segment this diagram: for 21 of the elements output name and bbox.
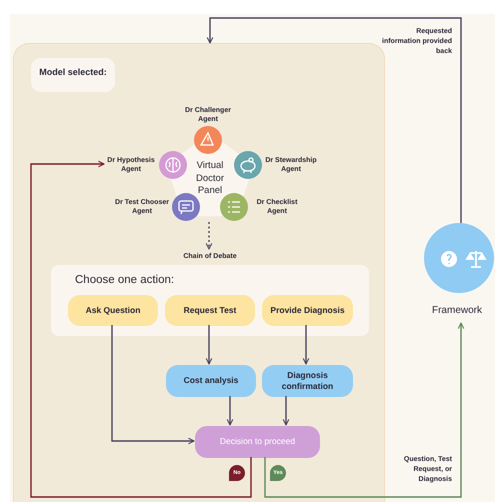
panel-label: Virtual Doctor Panel [195, 159, 225, 198]
card-heading: Choose one action: [75, 273, 176, 288]
arrow [30, 160, 252, 498]
arrow [206, 222, 212, 250]
arrow [282, 396, 290, 426]
action-option: Ask Question [68, 295, 158, 326]
decision-box: Decision to proceed [195, 426, 320, 458]
arrow [226, 396, 234, 426]
arrow [111, 325, 195, 444]
arrow [264, 322, 464, 498]
action-card [51, 265, 369, 336]
action-option: Provide Diagnosis [262, 295, 353, 326]
action-option: Request Test [165, 295, 255, 326]
arrow [302, 325, 310, 365]
check-step: Diagnosis confirmation [262, 365, 353, 397]
check-step: Cost analysis [166, 365, 256, 397]
card-heading: Model selected: [38, 66, 108, 79]
orchestrator-panel [13, 43, 385, 502]
framework-label: Framework [430, 304, 483, 318]
arrow [206, 325, 212, 365]
arrow [206, 17, 462, 223]
